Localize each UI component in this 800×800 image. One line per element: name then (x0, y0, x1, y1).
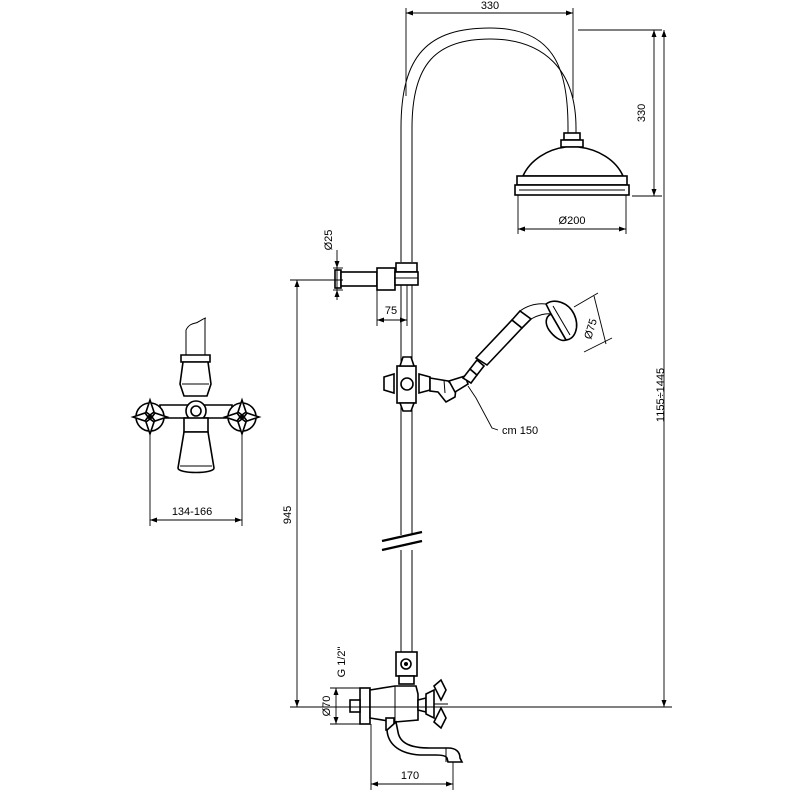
dimension-bracket-offset: 75 (376, 285, 408, 326)
dimension-centres: 134-166 (149, 432, 243, 526)
bath-mixer-front-view (130, 317, 262, 474)
hand-shower-holder (383, 356, 469, 412)
hose-length-label: cm 150 (502, 425, 538, 437)
riser-pipe (381, 285, 423, 655)
spout-reach-label: 170 (401, 770, 419, 782)
dimension-head-height: 330 (578, 29, 662, 197)
dimension-bracket-diameter: Ø25 (323, 230, 343, 300)
dimension-arm-reach: 330 (405, 0, 574, 98)
dimension-escutcheon-diameter: Ø70 (321, 687, 360, 725)
bracket-diameter-label: Ø25 (323, 230, 335, 251)
shower-arm (400, 27, 577, 262)
wall-bracket (334, 262, 419, 291)
dimension-column-height: 945 (282, 279, 343, 707)
head-diameter-label: Ø200 (559, 215, 586, 227)
escutcheon-diameter-label: Ø70 (321, 696, 333, 717)
inlet-thread-label: G 1/2" (336, 647, 348, 678)
dimension-head-diameter: Ø200 (517, 195, 627, 234)
dimension-hand-shower-diameter: Ø75 (573, 292, 613, 353)
dimension-total-height: 1155÷1445 (655, 30, 667, 707)
hand-shower-diameter-label: Ø75 (582, 317, 600, 340)
dimension-inlet-thread: G 1/2" (336, 647, 348, 678)
hand-shower (461, 300, 578, 385)
centres-label: 134-166 (172, 506, 212, 518)
shower-head (514, 132, 630, 196)
column-height-label: 945 (282, 506, 294, 524)
bracket-offset-label: 75 (385, 305, 397, 317)
hose-length-callout: cm 150 (467, 385, 538, 437)
arm-reach-label: 330 (481, 0, 499, 12)
head-height-label: 330 (636, 104, 648, 122)
bath-mixer-side-view (349, 651, 464, 763)
total-height-label: 1155÷1445 (655, 368, 667, 422)
dimension-spout-reach: 170 (370, 724, 454, 790)
